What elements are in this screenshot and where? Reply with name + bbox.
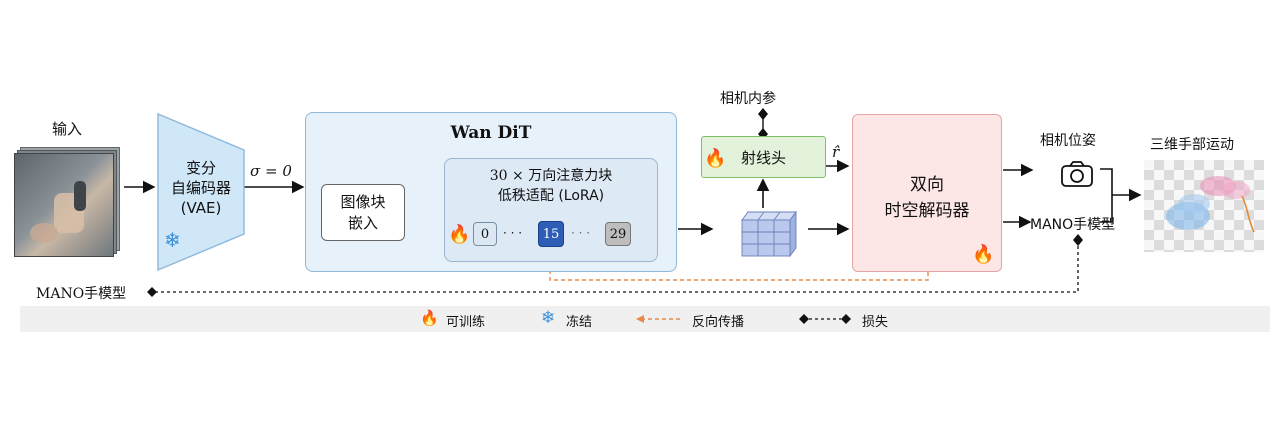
attn-line1: 30 × 万向注意力块 bbox=[489, 168, 613, 184]
mano-loss-label: MANO手模型 bbox=[36, 286, 127, 302]
hand-mesh-icon bbox=[1166, 176, 1255, 233]
hand-motion-label: 三维手部运动 bbox=[1150, 137, 1234, 153]
patch-line1: 图像块 bbox=[340, 193, 386, 211]
fire-icon: 🔥 bbox=[972, 244, 995, 265]
block-0: 0 bbox=[473, 222, 497, 246]
ray-head-label: 射线头 bbox=[740, 149, 786, 167]
legend-backprop: 反向传播 bbox=[692, 315, 745, 330]
mano-output-label: MANO手模型 bbox=[1030, 217, 1116, 233]
token-cube-icon bbox=[741, 210, 797, 258]
decoder-line2: 时空解码器 bbox=[884, 201, 970, 221]
input-frames bbox=[14, 147, 120, 257]
legend-loss-icon bbox=[799, 314, 851, 324]
decoder-label: 双向 时空解码器 bbox=[852, 172, 1002, 224]
patch-line2: 嵌入 bbox=[347, 214, 378, 232]
fire-icon: 🔥 bbox=[448, 224, 471, 245]
snowflake-icon: ❄ bbox=[541, 308, 556, 328]
legend-backprop-icon bbox=[636, 315, 680, 323]
ray-head-block bbox=[701, 136, 826, 178]
mano-loss-diamond-left bbox=[147, 287, 157, 297]
mano-loss-diamond-right bbox=[1073, 234, 1083, 246]
vae-label: 变分 自编码器 (VAE) bbox=[160, 158, 242, 218]
ellipsis-2: · · · bbox=[571, 226, 591, 240]
fire-icon: 🔥 bbox=[704, 148, 727, 169]
hand-video-frame bbox=[30, 181, 86, 243]
vae-line1: 变分 bbox=[185, 159, 216, 177]
attention-label: 30 × 万向注意力块 低秩适配 (LoRA) bbox=[444, 166, 658, 206]
camera-icon bbox=[1061, 161, 1093, 187]
decoder-block bbox=[852, 114, 1002, 272]
decoder-line1: 双向 bbox=[910, 175, 944, 195]
block-29: 29 bbox=[605, 222, 631, 246]
input-label: 输入 bbox=[52, 120, 83, 138]
camera-pose-label: 相机位姿 bbox=[1040, 133, 1096, 149]
vae-block bbox=[157, 112, 245, 272]
vae-line2: 自编码器 bbox=[170, 179, 231, 197]
hand-motion-render bbox=[1144, 160, 1264, 252]
fire-icon: 🔥 bbox=[420, 309, 439, 327]
r-hat-label: r̂ bbox=[832, 143, 840, 161]
legend-trainable: 可训练 bbox=[446, 315, 486, 330]
vae-line3: (VAE) bbox=[180, 199, 222, 217]
legend-loss: 损失 bbox=[862, 315, 889, 330]
intrinsics-diamond-top bbox=[758, 108, 768, 120]
attn-line2: 低秩适配 (LoRA) bbox=[497, 188, 605, 204]
block-15: 15 bbox=[538, 221, 564, 247]
ellipsis-1: · · · bbox=[503, 226, 523, 240]
sigma-label: σ = 0 bbox=[250, 162, 292, 180]
legend-frozen: 冻结 bbox=[566, 315, 593, 330]
patch-embedding-block: 图像块 嵌入 bbox=[321, 184, 405, 241]
camera-intrinsics-label: 相机内参 bbox=[720, 91, 776, 107]
snowflake-icon: ❄ bbox=[164, 228, 181, 252]
wan-dit-title: Wan DiT bbox=[450, 123, 532, 143]
